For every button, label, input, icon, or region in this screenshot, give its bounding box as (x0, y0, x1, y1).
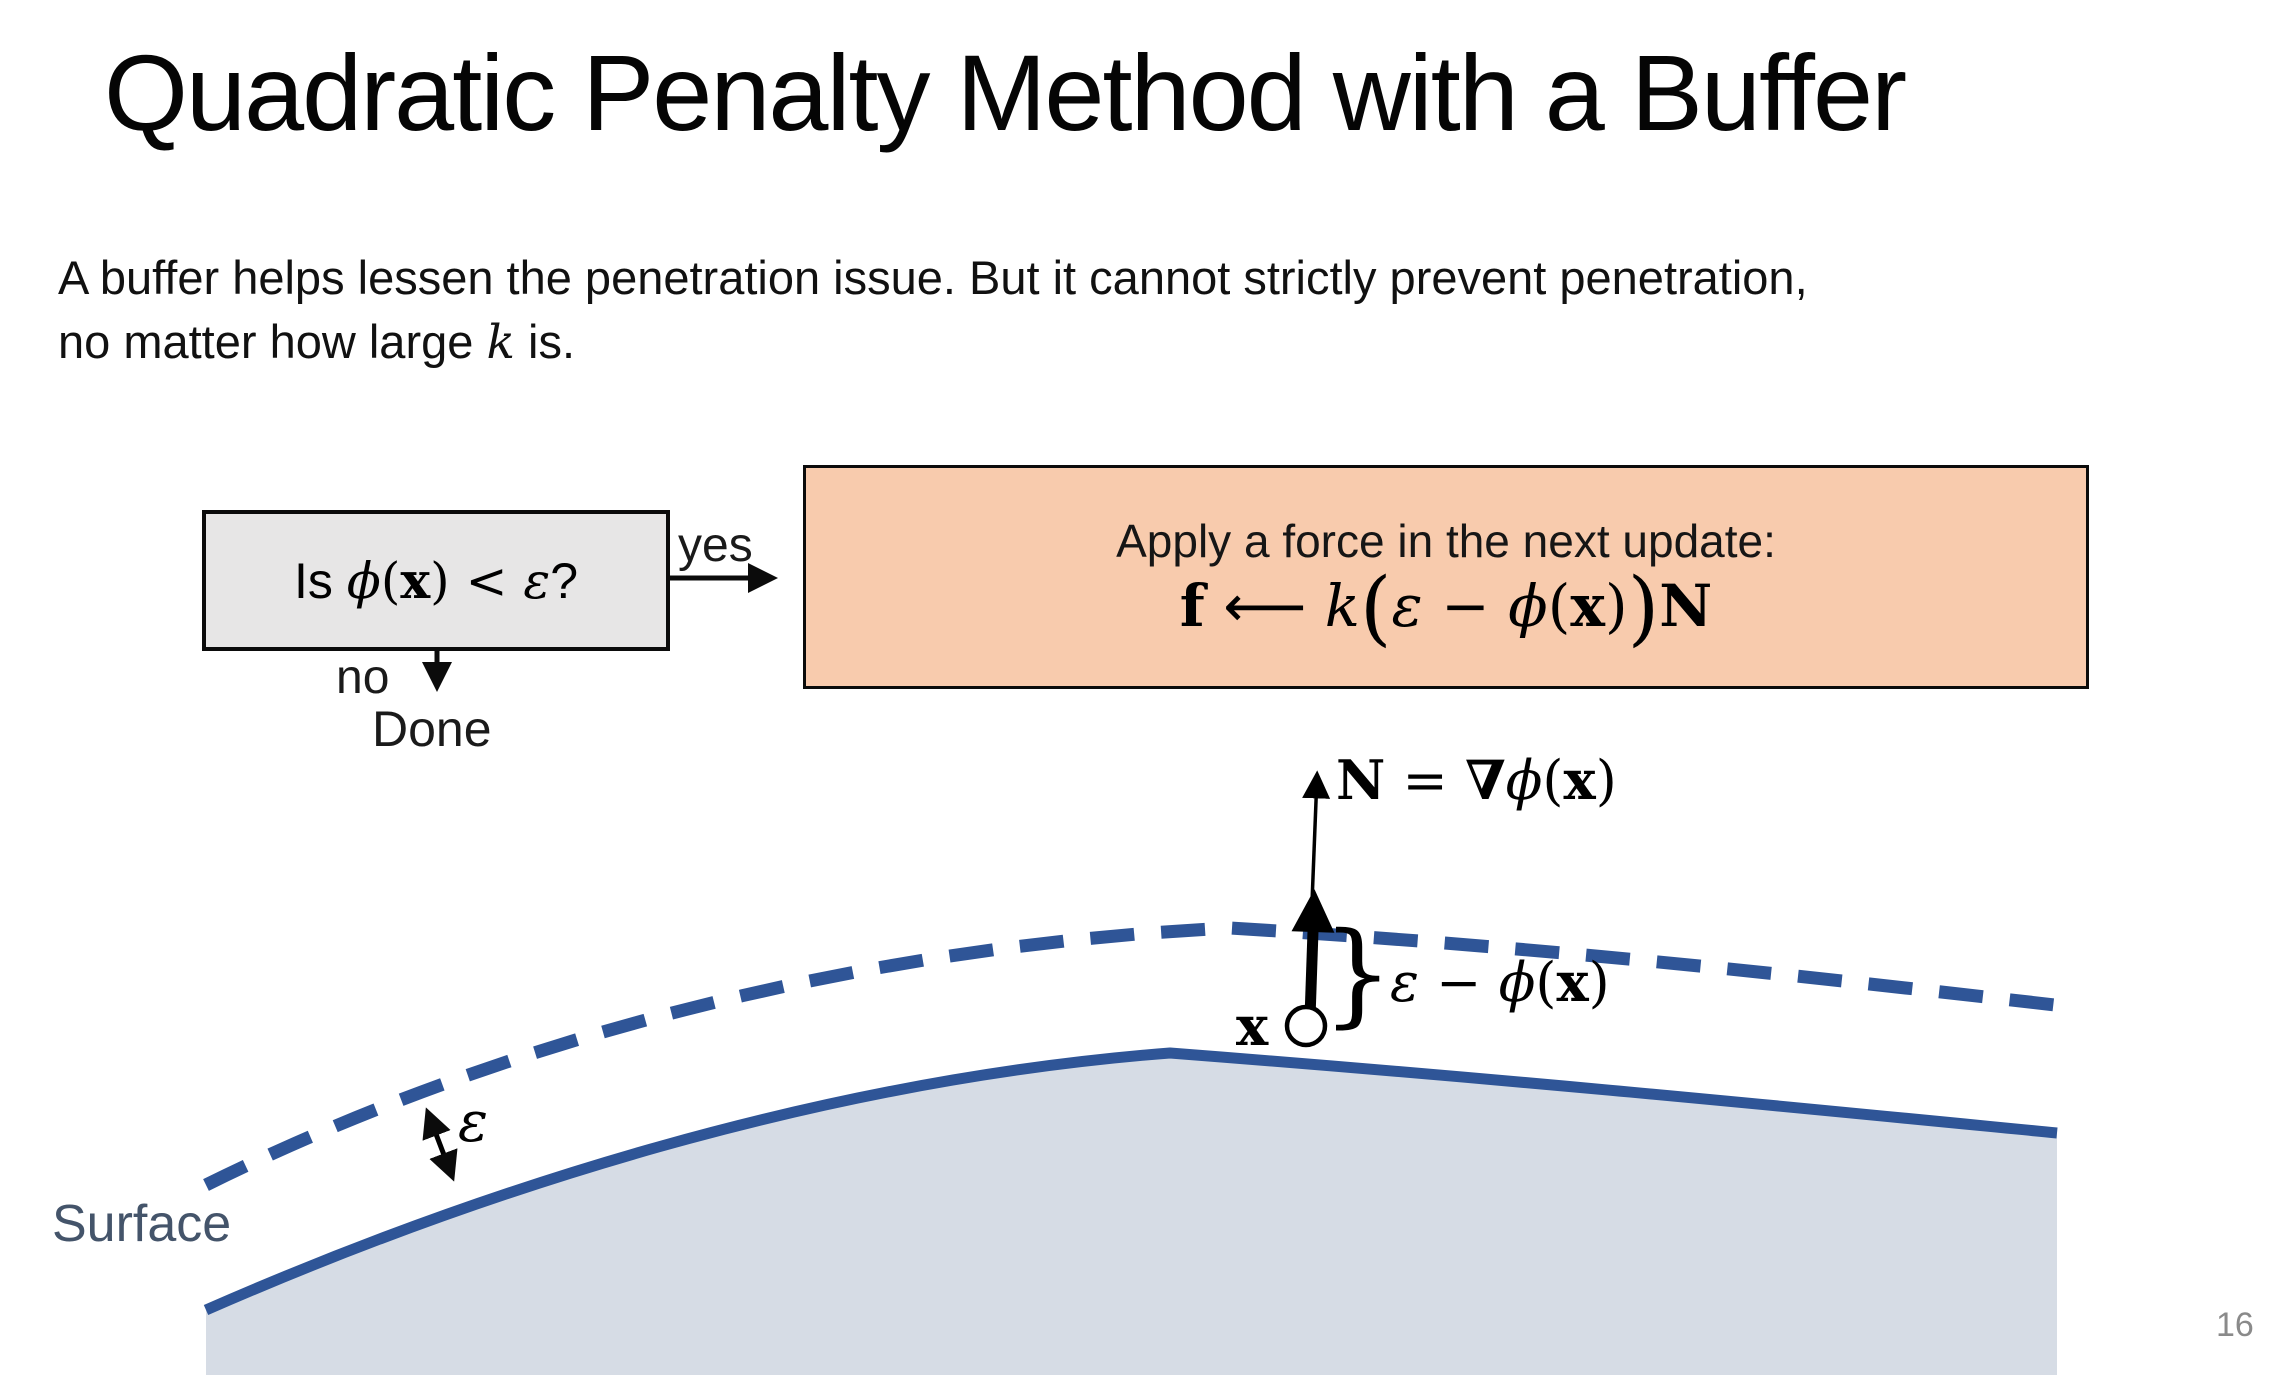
minus-sign: − (1422, 572, 1509, 640)
gap-brace: } (1322, 909, 1394, 1039)
big-paren-open: ( (1359, 561, 1392, 656)
intro-line-2: no matter how large k is. (58, 310, 1808, 375)
epsilon-symbol: ε (1391, 572, 1423, 640)
assign-arrow: ⟵ (1204, 572, 1325, 640)
paren-close: ) (1595, 749, 1617, 812)
intro-line-1: A buffer helps lessen the penetration is… (58, 251, 1808, 304)
x-vector: x (400, 551, 431, 610)
phi-symbol: ϕ (1498, 951, 1536, 1014)
paren-open: ( (1535, 951, 1557, 1014)
intro-line-2-suffix: is. (514, 315, 575, 368)
gap-distance-label: ε − ϕ(x) (1390, 950, 1610, 1014)
paren-close: ) (1588, 951, 1610, 1014)
point-x-label: x (1236, 994, 1269, 1058)
surface-curve (203, 1047, 2058, 1316)
minus-sign: − (1418, 951, 1499, 1014)
yes-label: yes (678, 519, 753, 572)
paren-open: ( (1542, 749, 1564, 812)
phi-symbol: ϕ (1505, 749, 1543, 812)
action-box: Apply a force in the next update: f ⟵ k(… (803, 465, 2089, 689)
nabla-symbol: ∇ (1464, 748, 1506, 812)
condition-box: Is ϕ(x) < ε? (202, 510, 670, 651)
paren-close: ) (1604, 572, 1628, 640)
paren-close: ) (430, 552, 450, 610)
epsilon-gap-label: ε (458, 1090, 489, 1155)
intro-text: A buffer helps lessen the penetration is… (58, 246, 1808, 375)
k-coefficient: k (1324, 572, 1360, 640)
epsilon-symbol: ε (523, 552, 551, 610)
surface-region-fill (206, 1053, 2057, 1375)
x-vector: x (1563, 748, 1596, 812)
force-thick-arrow (1291, 889, 1335, 1019)
paren-open: ( (380, 552, 401, 610)
action-box-caption: Apply a force in the next update: (1116, 515, 1776, 567)
paren-open: ( (1547, 572, 1571, 640)
f-vector: f (1179, 572, 1205, 640)
force-formula: f ⟵ k(ε − ϕ(x))N (1179, 568, 1713, 649)
x-vector: x (1556, 950, 1589, 1014)
condition-text: Is ϕ(x) < ε? (294, 551, 578, 610)
N-vector: N (1659, 572, 1713, 640)
epsilon-double-arrow (422, 1107, 458, 1182)
condition-is: Is (293, 553, 347, 609)
surface-label: Surface (52, 1195, 232, 1253)
big-paren-close: ) (1627, 561, 1660, 656)
done-label: Done (372, 701, 492, 757)
normal-equation-label: N = ∇ϕ(x) (1336, 748, 1617, 812)
less-than: < (449, 552, 524, 610)
equals-sign: = (1385, 749, 1465, 812)
epsilon-symbol: ε (1390, 951, 1419, 1014)
intro-var-k: k (486, 315, 515, 370)
phi-symbol: ϕ (346, 552, 381, 610)
slide-title: Quadratic Penalty Method with a Buffer (104, 32, 1907, 153)
question-mark: ? (550, 553, 579, 609)
x-vector: x (1570, 572, 1605, 640)
intro-line-2-prefix: no matter how large (58, 315, 487, 368)
no-label: no (336, 651, 390, 704)
point-circle (1284, 1004, 1328, 1048)
page-number: 16 (2216, 1306, 2254, 1344)
buffer-dashed-curve (203, 921, 2056, 1191)
phi-symbol: ϕ (1508, 572, 1548, 640)
N-vector: N (1336, 748, 1386, 812)
